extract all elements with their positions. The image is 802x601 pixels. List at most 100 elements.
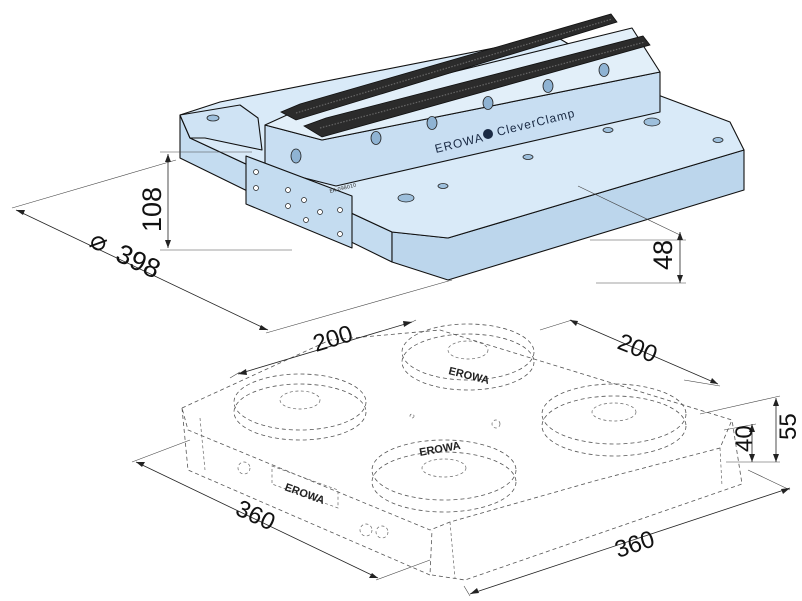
hole [253, 185, 259, 191]
arrow-icon [773, 398, 779, 406]
plate-front-left [181, 407, 433, 576]
ext-line [375, 559, 431, 581]
chuck-ring [371, 451, 517, 513]
arrow-icon [369, 573, 378, 578]
hole [426, 116, 438, 130]
ext-line [539, 319, 573, 331]
arrow-icon [570, 320, 578, 326]
chuck-front: EROWA [371, 439, 517, 513]
chuck-plate: EROWA EROWA EROWA [181, 323, 743, 581]
chuck-center [447, 340, 489, 360]
hole [285, 187, 291, 193]
chuck-ring [233, 383, 367, 441]
dim-line-398 [15, 209, 269, 331]
chuck-ring [233, 373, 367, 431]
chuck-front-brand: EROWA [418, 440, 461, 459]
dim-clamp-diameter-symbol: ⌀ [85, 224, 112, 258]
chuck-ring [541, 383, 687, 445]
ext-line [229, 371, 241, 379]
jaw-rail-teeth-left [295, 18, 613, 114]
hole [290, 148, 302, 164]
arrow-icon [470, 588, 479, 594]
arrow-icon [781, 488, 790, 494]
ext-line [723, 423, 757, 431]
chuck-ring [541, 395, 687, 457]
top-holes [206, 114, 724, 203]
hole [542, 79, 554, 93]
hole [337, 231, 343, 237]
dim-clamp-height: 108 [137, 187, 167, 232]
arrow-icon [749, 454, 755, 462]
hole [303, 217, 309, 223]
dim-line-200a [237, 321, 413, 375]
dim-plate-height-base: 40 [731, 425, 758, 452]
plate-hole [409, 413, 415, 419]
hole [206, 114, 220, 122]
ext-line [747, 469, 791, 491]
plate-brand: EROWA [283, 482, 326, 508]
dim-clamp-base-height: 48 [648, 240, 678, 270]
arrow-icon [238, 369, 247, 375]
arrow-icon [749, 424, 755, 432]
arrow-icon [259, 325, 268, 330]
arrow-icon [136, 462, 145, 467]
dim-plate-length-b: 360 [612, 526, 658, 564]
arrow-icon [403, 321, 412, 327]
plate-edge [719, 447, 723, 487]
plate-front-right [431, 419, 743, 581]
arrow-icon [165, 154, 171, 162]
hole [253, 169, 259, 175]
clamp-side-block [245, 155, 353, 249]
arrow-icon [677, 232, 683, 240]
hole [301, 197, 307, 203]
hole [482, 96, 494, 110]
chuck-center [279, 390, 321, 410]
chuck-right [541, 383, 687, 457]
dim-pitch-a: 200 [310, 320, 356, 358]
arrow-icon [677, 275, 683, 283]
clamp-left-wing [179, 104, 263, 151]
arrow-icon [16, 210, 25, 215]
arrow-icon [710, 378, 718, 384]
ext-line [11, 159, 177, 209]
hole [712, 137, 724, 143]
hole [437, 183, 449, 189]
hole [337, 207, 343, 213]
hole [397, 193, 415, 203]
dim-plate-height-total: 55 [775, 413, 802, 440]
chuck-center [591, 402, 637, 422]
plate-edge [199, 417, 206, 471]
chuck-ring [371, 439, 517, 501]
dim-line-360a [135, 461, 379, 579]
hole [285, 203, 291, 209]
hole [522, 154, 534, 160]
hole [317, 209, 323, 215]
plate-dimensions: 200 200 55 40 360 360 [131, 319, 802, 597]
chuck-ring [401, 333, 535, 391]
clever-clamp: EROWA CleverClamp ER-098010 [179, 13, 745, 281]
plate-hole [237, 461, 251, 475]
side-block-holes [253, 169, 343, 237]
plate-label [271, 465, 339, 509]
carrier-holes [290, 63, 610, 164]
clamp-brand-logo-icon [483, 129, 493, 139]
hole [370, 131, 382, 145]
hole [598, 63, 610, 77]
hole [643, 117, 661, 127]
chuck-ring [401, 323, 535, 381]
plate-edge [449, 521, 456, 579]
plate-top-outline [181, 329, 733, 531]
plate-hole [375, 525, 389, 539]
chuck-back-brand: EROWA [447, 365, 490, 387]
dim-pitch-b: 200 [614, 329, 661, 369]
chuck-left [233, 373, 367, 441]
chuck-back: EROWA [401, 323, 535, 391]
ext-line [131, 439, 191, 463]
ext-line [699, 395, 781, 415]
chuck-center [421, 458, 467, 478]
dim-line-200b [569, 319, 719, 385]
dim-line-360b [469, 487, 791, 595]
plate-hole [491, 419, 501, 429]
hole [602, 127, 614, 133]
